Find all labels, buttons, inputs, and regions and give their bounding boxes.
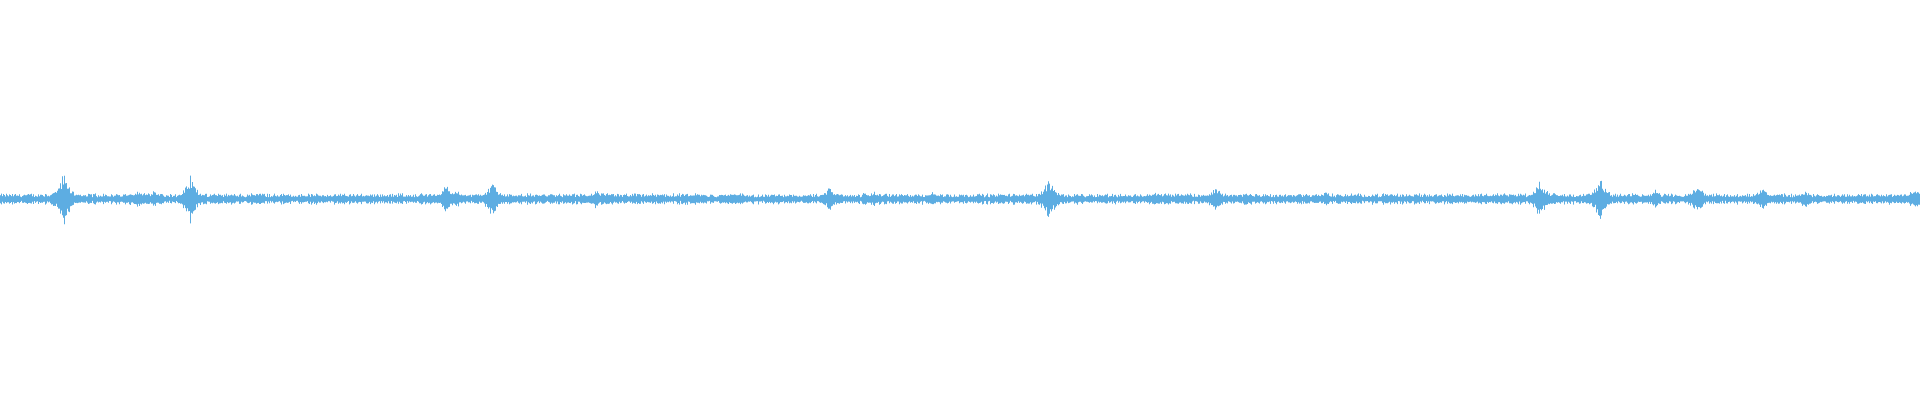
waveform-peaks [0,175,1920,225]
